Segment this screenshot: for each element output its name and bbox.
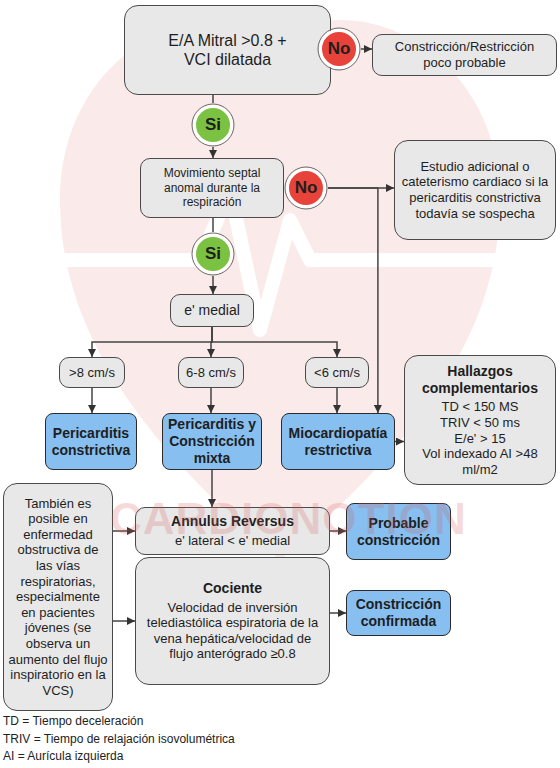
process-box: Hallazgos complementarios TD < 150 MSTRIV… — [404, 355, 556, 485]
connector-arrow — [92, 327, 212, 357]
footnote-text: TRIV = Tiempo de relajación isovolumétri… — [3, 732, 235, 746]
circle-outline — [318, 28, 360, 70]
connector-arrow — [212, 218, 214, 232]
decision-circle: No — [284, 166, 328, 210]
circle-outline — [285, 167, 327, 209]
node-text: Cociente — [203, 580, 262, 597]
connector-arrow — [212, 276, 214, 294]
node-text: Estudio adicional o cateterismo cardiaco… — [400, 159, 550, 221]
node-text: 6-8 cm/s — [186, 365, 236, 381]
node-text: e' medial — [184, 302, 240, 319]
node-body-text: E/e' > 15 — [454, 431, 505, 447]
node-body-text: Velocidad de inversión telediastólica es… — [144, 600, 322, 662]
result-box: Constricción confirmada — [346, 590, 451, 636]
circle-fill — [321, 31, 358, 68]
node-text: Si — [205, 244, 221, 264]
process-box: <6 cm/s — [305, 357, 369, 388]
node-text: Hallazgos complementarios — [410, 363, 550, 397]
process-box: e' medial — [170, 294, 254, 327]
process-box: También es posible en enfermedad obstruc… — [3, 483, 113, 711]
process-box: Constricción/Restricción poco probable — [372, 34, 557, 76]
circle-fill — [195, 107, 232, 144]
node-body-text: TD < 150 MS — [442, 399, 519, 415]
node-text: Si — [205, 115, 221, 135]
footnote-text: TD = Tiempo deceleración — [3, 714, 143, 728]
node-text: Miocardiopatía restrictiva — [284, 425, 392, 459]
circle-outline — [192, 104, 234, 146]
result-box: Pericarditis y Constricción mixta — [162, 413, 262, 470]
node-text: Movimiento septal anomal durante la resp… — [147, 166, 277, 209]
node-text: Pericarditis constrictiva — [48, 425, 134, 459]
connector-arrow — [212, 327, 337, 357]
circle-fill — [195, 236, 232, 273]
decision-circle: Si — [191, 103, 235, 147]
decision-circle: Si — [191, 232, 235, 276]
node-text: No — [295, 178, 318, 198]
connector-arrow — [212, 95, 214, 103]
node-body-text: Vol indexado AI >48 ml/m2 — [410, 446, 550, 477]
process-box: CocienteVelocidad de inversión telediast… — [135, 557, 330, 685]
connector-arrow — [91, 388, 93, 413]
process-box: Movimiento septal anomal durante la resp… — [140, 158, 284, 218]
connector-arrow — [336, 388, 338, 413]
connector-arrow — [113, 620, 135, 622]
circle-fill — [288, 170, 325, 207]
process-box: 6-8 cm/s — [178, 357, 244, 388]
node-body-text: TRIV < 50 ms — [440, 415, 520, 431]
decision-circle: No — [317, 27, 361, 71]
footnote-text: AI = Aurícula izquierda — [3, 749, 123, 763]
circle-outline — [192, 233, 234, 275]
node-text: También es posible en enfermedad obstruc… — [8, 496, 108, 699]
connector-arrow — [210, 388, 212, 413]
result-box: Pericarditis constrictiva — [45, 413, 137, 470]
connector-arrow — [212, 147, 214, 158]
result-box: Miocardiopatía restrictiva — [281, 413, 395, 470]
node-text: Pericarditis y Constricción mixta — [164, 416, 260, 466]
node-text: Constricción/Restricción poco probable — [380, 39, 550, 70]
connector-arrow — [395, 441, 404, 443]
process-box: Estudio adicional o cateterismo cardiaco… — [394, 140, 556, 240]
connector-arrow — [361, 48, 372, 50]
node-text: Constricción confirmada — [350, 596, 448, 630]
process-box: >8 cm/s — [59, 357, 125, 388]
connector-arrow — [330, 612, 346, 614]
node-text: <6 cm/s — [314, 365, 360, 381]
node-text: No — [328, 39, 351, 59]
node-text: E/A Mitral >0.8 + VCI dilatada — [168, 31, 288, 69]
process-box: E/A Mitral >0.8 + VCI dilatada — [124, 5, 331, 95]
watermark-text: CARDIONOTION — [110, 494, 467, 544]
node-text: >8 cm/s — [69, 365, 115, 381]
